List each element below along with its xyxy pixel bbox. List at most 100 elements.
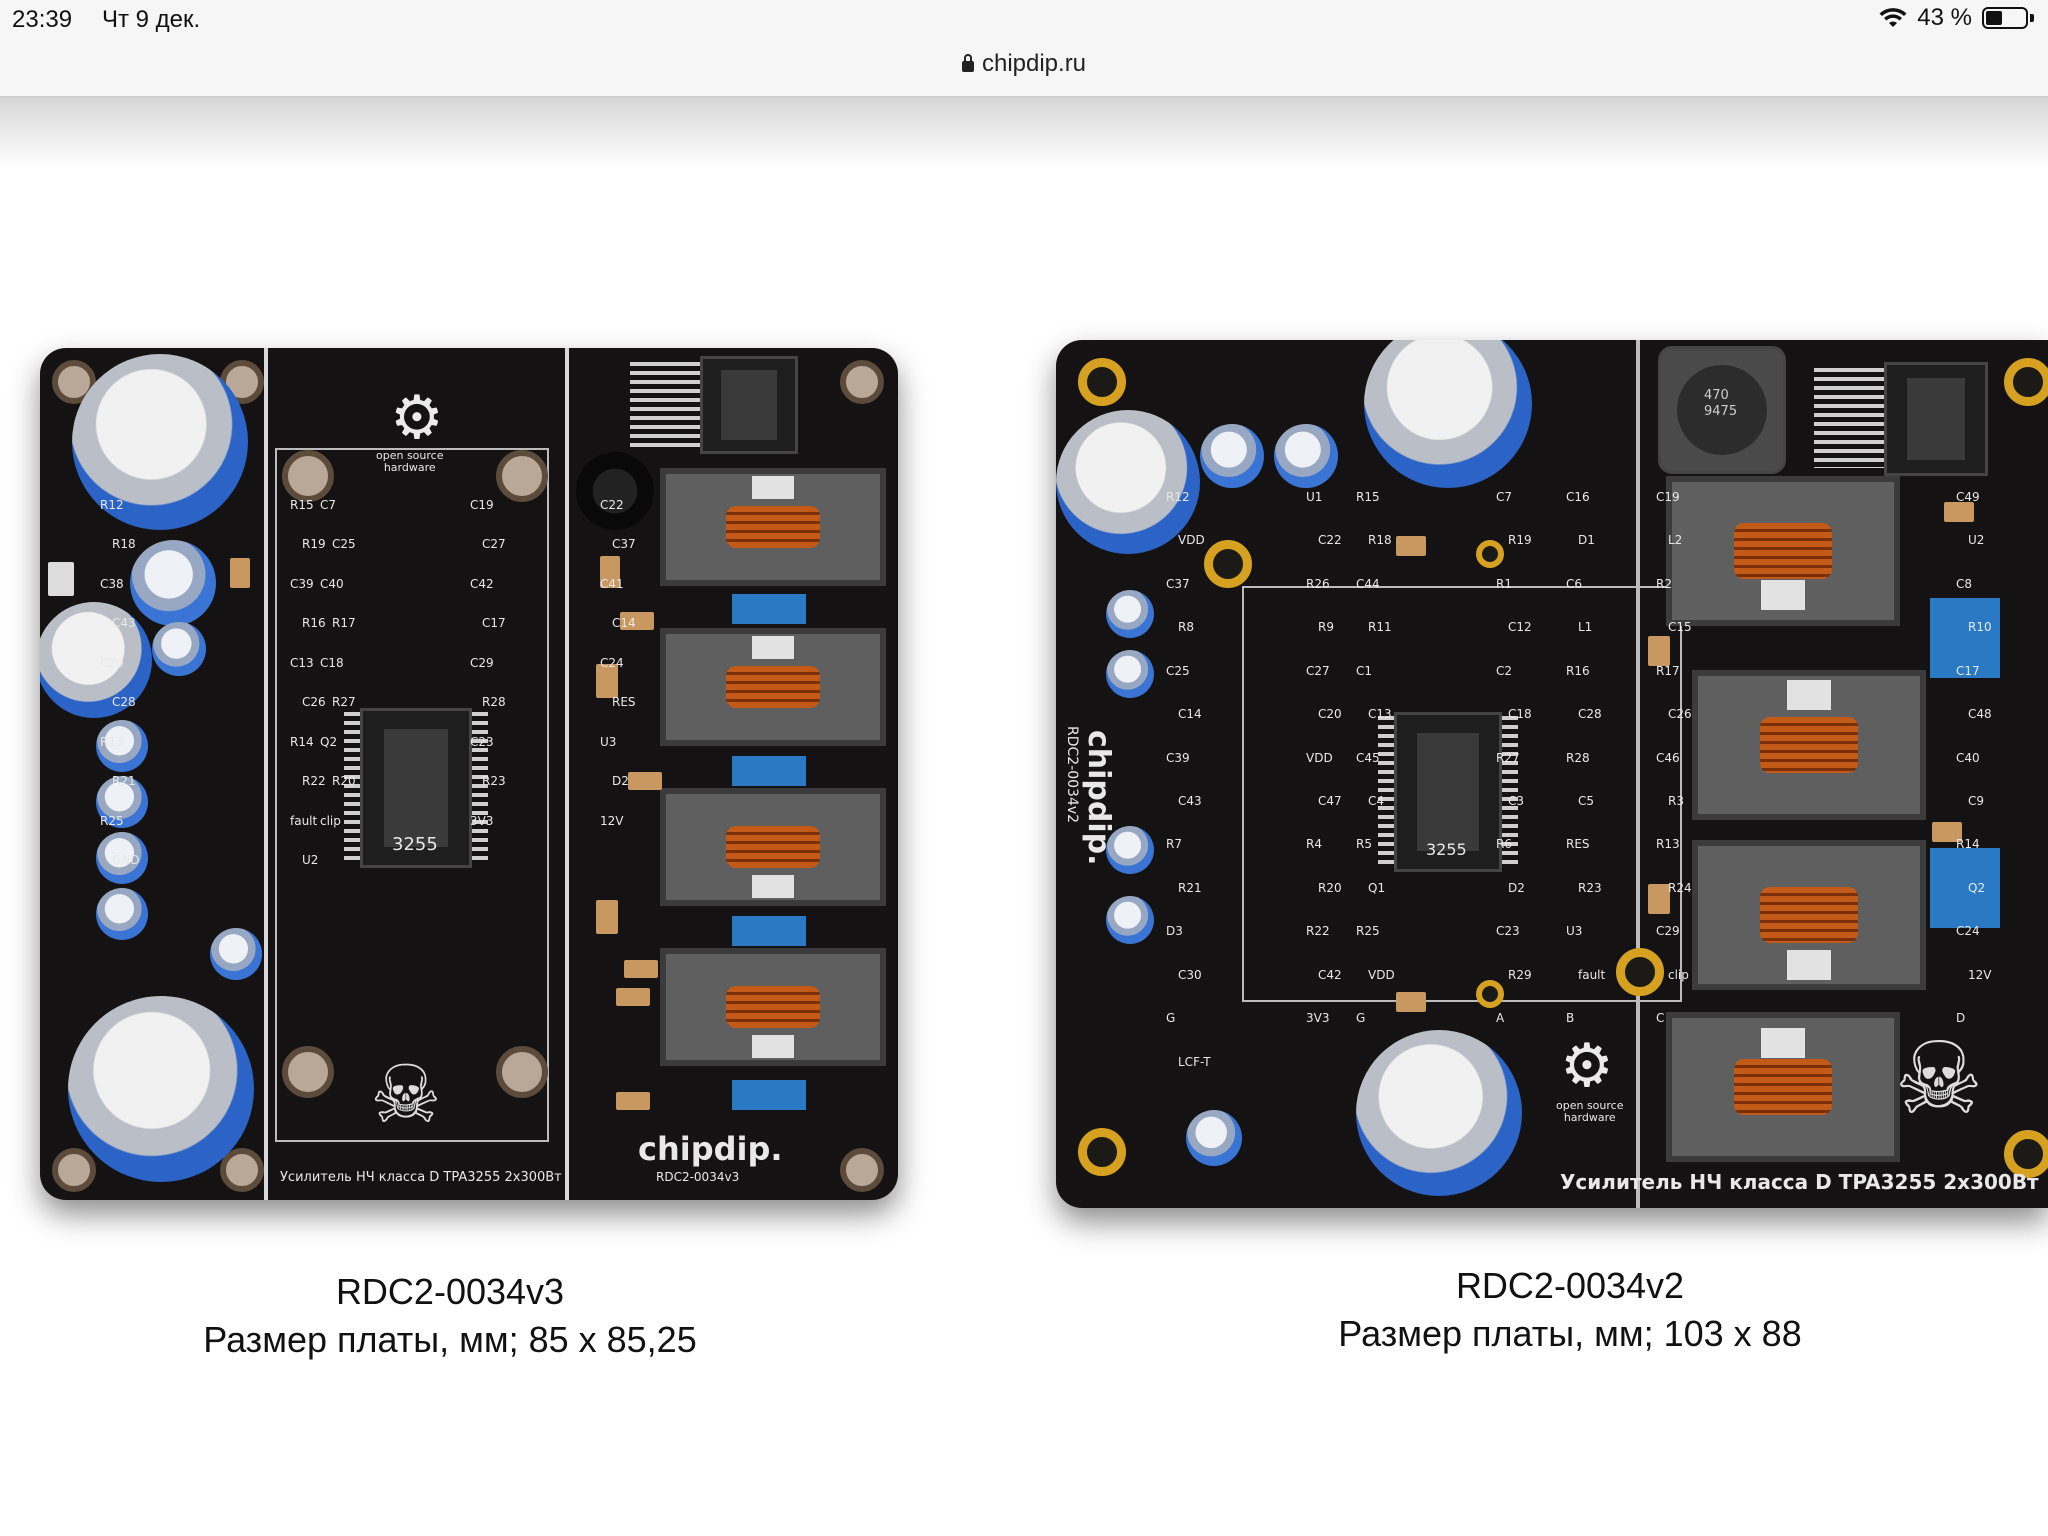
- shielded-inductor-l2: [1658, 346, 1786, 474]
- output-inductor: [1692, 670, 1926, 820]
- silk-label: G: [1166, 1011, 1176, 1026]
- silk-label: C43: [1178, 794, 1202, 808]
- silk-label: C25: [332, 537, 356, 552]
- silk-label: R7: [1166, 837, 1182, 852]
- capacitor-medium: [1274, 424, 1338, 488]
- silk-label: C39: [1166, 750, 1190, 765]
- ferrite-core: [576, 452, 654, 530]
- silk-label: C4: [1368, 794, 1385, 808]
- mount-hole: [1204, 540, 1252, 588]
- mount-hole: [840, 360, 884, 404]
- address-bar[interactable]: chipdip.ru: [0, 44, 2048, 98]
- film-capacitor: [732, 1080, 806, 1110]
- silk-label: C12: [1508, 620, 1532, 635]
- silk-label: D2: [1508, 880, 1525, 895]
- silk-label: C28: [112, 695, 136, 710]
- silk-label: R18: [1368, 533, 1392, 548]
- silk-label: U1: [1306, 490, 1323, 504]
- silk-label: R17: [332, 616, 356, 631]
- smd-part: [1396, 992, 1426, 1012]
- silk-label: R28: [1566, 750, 1590, 765]
- silk-label: B: [1566, 1011, 1575, 1026]
- silk-label: C7: [1496, 490, 1513, 504]
- smd-part: [628, 772, 662, 790]
- silk-label: C3: [1508, 794, 1525, 808]
- silk-label: C13: [1368, 707, 1392, 722]
- silk-label: R1: [1496, 576, 1512, 591]
- silk-label: C29: [1656, 924, 1680, 939]
- silk-label: C45: [1356, 750, 1380, 765]
- silk-label: R28: [482, 695, 506, 710]
- silk-label: clip: [320, 813, 341, 828]
- battery-percent: 43 %: [1917, 4, 1972, 31]
- board-outline-left: [264, 348, 268, 1200]
- silk-label: U2: [1968, 533, 1985, 548]
- silk-label: R29: [1508, 967, 1532, 982]
- amplifier-chip-pins-right: [1502, 716, 1518, 866]
- osh-logo-text: open source hardware: [376, 449, 444, 474]
- silk-label: R3: [1668, 794, 1684, 808]
- silk-label: Q2: [1968, 880, 1986, 895]
- silk-label: R9: [1318, 620, 1334, 635]
- board-label: Усилитель НЧ класса D TPA3255 2х300Вт: [280, 1170, 562, 1185]
- film-capacitor: [732, 594, 806, 624]
- silk-label: R2: [1656, 576, 1672, 591]
- status-date: Чт 9 дек.: [102, 6, 201, 33]
- silk-label: U2: [302, 853, 319, 868]
- silk-label: R12: [100, 498, 124, 512]
- smd-part: [1396, 536, 1426, 556]
- output-inductor: [660, 948, 886, 1066]
- capacitor-medium: [40, 602, 152, 718]
- silk-label: C23: [1496, 924, 1520, 939]
- chip-code: 3255: [1426, 840, 1467, 859]
- capacitor-small: [210, 928, 262, 980]
- url-display[interactable]: chipdip.ru: [0, 50, 2048, 78]
- regulator-u2: [700, 356, 798, 454]
- silk-label: R18: [112, 537, 136, 552]
- silk-label: R22: [1306, 924, 1330, 939]
- silk-label: R15: [1356, 490, 1380, 504]
- board-model: RDC2-0034v2: [1064, 726, 1080, 824]
- silk-label: C41: [600, 576, 624, 591]
- battery-icon: [1982, 7, 2028, 29]
- smd-part: [620, 612, 654, 630]
- silk-label: G: [1356, 1011, 1366, 1026]
- capacitor-large: [72, 354, 248, 530]
- board-outline-box: [275, 448, 549, 1142]
- silk-label: C17: [482, 616, 506, 631]
- regulator-pins: [1814, 368, 1884, 468]
- output-inductor: [660, 468, 886, 586]
- silk-label: D: [1956, 1011, 1966, 1026]
- silk-label: C19: [1656, 490, 1680, 504]
- silk-label: R19: [302, 537, 326, 552]
- silk-label: C48: [1968, 707, 1992, 722]
- silk-label: R10: [1968, 620, 1992, 635]
- product-image-v3[interactable]: 3255 ⚙ open source hardware ☠ chipdip. R…: [40, 348, 898, 1200]
- silk-label: D3: [1166, 924, 1183, 939]
- amplifier-chip-pins-right: [472, 712, 488, 862]
- silk-label: C37: [1166, 576, 1190, 591]
- battery-level-fill: [1986, 11, 2002, 25]
- silk-label: R4: [1306, 837, 1322, 852]
- silk-label: LCF-T: [1178, 1054, 1211, 1069]
- status-time: 23:39: [12, 6, 73, 33]
- capacitor-small: [96, 888, 148, 940]
- silk-label: GND: [112, 853, 140, 868]
- silk-label: 3V3: [1306, 1011, 1330, 1026]
- product-image-v2[interactable]: 470 9475 3255 chipdip. RDC2-0034v2 ⚙ ope…: [1056, 340, 2048, 1208]
- silk-label: C27: [482, 537, 506, 552]
- silk-label: R26: [1306, 576, 1330, 591]
- silk-label: C20: [1318, 707, 1342, 722]
- silk-label: Q1: [1368, 880, 1386, 895]
- silk-label: C18: [320, 655, 344, 670]
- silk-label: C13: [290, 655, 314, 670]
- smd-part: [230, 558, 250, 588]
- silk-label: R22: [302, 774, 326, 789]
- silk-label: R23: [1578, 880, 1602, 895]
- silk-label: C43: [112, 616, 136, 631]
- vdd-pad: [1476, 980, 1504, 1008]
- skull-icon: ☠: [1894, 1020, 1984, 1137]
- inductor-marking: 470 9475: [1704, 388, 1738, 419]
- silk-label: fault: [1578, 967, 1606, 982]
- wifi-icon: [1879, 8, 1907, 27]
